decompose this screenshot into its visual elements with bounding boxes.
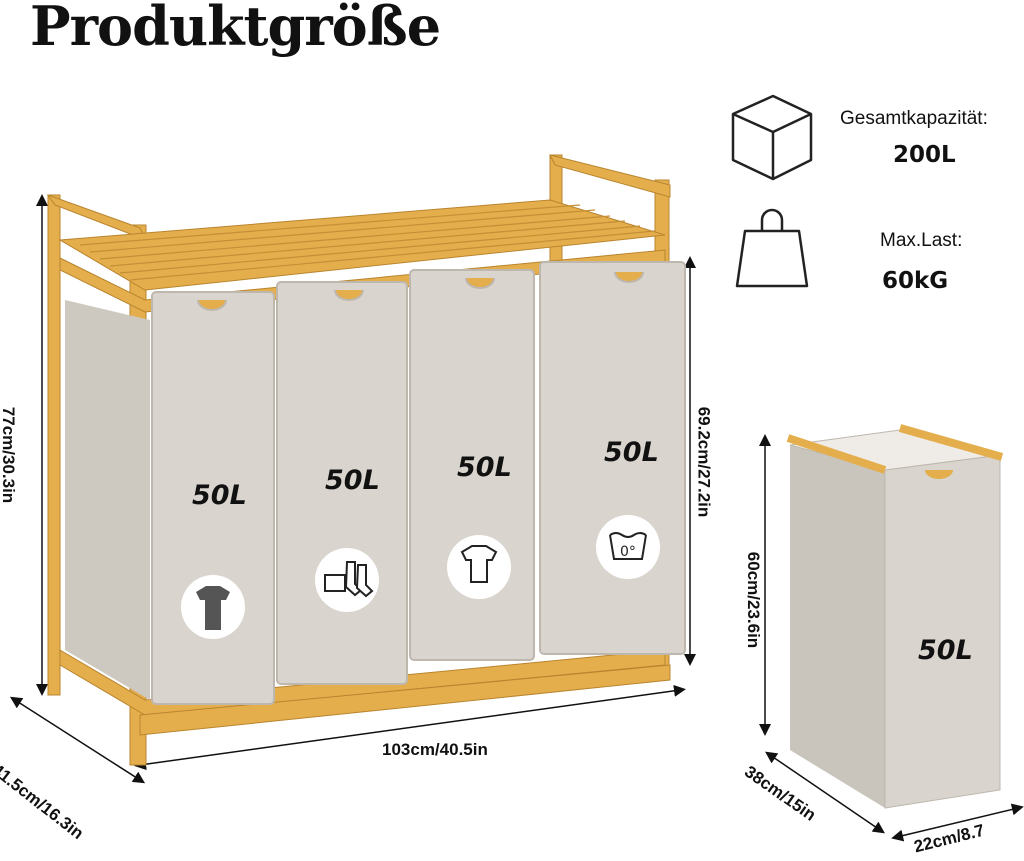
socks-underwear-icon	[324, 561, 374, 598]
dark-shirt-icon	[196, 586, 230, 630]
capacity-value: 200L	[893, 142, 956, 168]
single-bin-capacity: 50L	[918, 635, 973, 666]
bin-capacity-label: 50L	[325, 465, 380, 496]
bin-capacity-label: 50L	[604, 437, 659, 468]
shelf-slats	[79, 204, 656, 281]
dimension-lines	[9, 194, 1024, 842]
height-bins-dimension: 69.2cm/27.2in	[694, 406, 714, 518]
load-value: 60kG	[882, 268, 949, 294]
weight-icon	[735, 208, 809, 288]
bin-capacity-label: 50L	[192, 480, 247, 511]
wash-temperature-icon: 0°	[609, 532, 647, 560]
svg-text:0°: 0°	[620, 544, 636, 560]
width-dimension: 103cm/40.5in	[382, 740, 488, 759]
cube-icon	[731, 94, 813, 181]
single-bin	[786, 424, 1004, 809]
height-total-dimension: 77cm/30.3in	[0, 406, 19, 504]
capacity-label: Gesamtkapazität:	[840, 108, 988, 129]
page-title: Produktgröße	[30, 0, 441, 58]
bin-capacity-label: 50L	[457, 452, 512, 483]
white-shirt-icon	[460, 545, 498, 583]
load-label: Max.Last:	[880, 230, 963, 251]
side-panel	[65, 300, 150, 700]
bin-height-dimension: 60cm/23.6in	[744, 551, 764, 649]
